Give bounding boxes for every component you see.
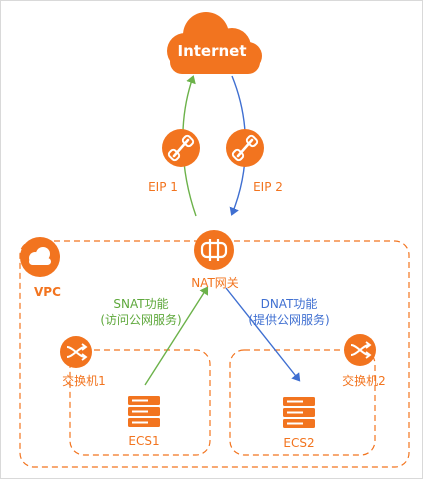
dnat-feature-desc: (提供公网服务): [248, 313, 330, 327]
snat-feature-desc: (访问公网服务): [100, 313, 182, 327]
switch-shuffle-icon: [344, 334, 376, 366]
eip-link-icon: [162, 129, 200, 167]
server-icon: [128, 396, 160, 427]
snat-feature-name: SNAT功能: [113, 297, 169, 311]
ecs1-label: ECS1: [128, 434, 160, 448]
vpc-cloud-icon: [20, 237, 60, 277]
arrow-dnat: [225, 287, 301, 382]
switch1-label: 交换机1: [62, 374, 106, 388]
switch-shuffle-icon: [60, 336, 92, 368]
eip2-label: EIP 2: [253, 180, 283, 194]
dnat-feature-name: DNAT功能: [260, 297, 318, 311]
eip-link-icon: [226, 129, 264, 167]
vpc-label: VPC: [34, 285, 61, 299]
switch1-boundary: [69, 349, 211, 456]
switch2-label: 交换机2: [342, 374, 386, 388]
cloud-icon: [167, 12, 262, 74]
nat-label: NAT网关: [191, 276, 239, 290]
internet-label: Internet: [177, 42, 247, 60]
eip1-label: EIP 1: [148, 180, 178, 194]
switch2-boundary: [229, 349, 376, 456]
arrow-snat: [144, 286, 209, 386]
server-icon: [283, 397, 315, 428]
nat-gateway-icon: [194, 230, 234, 270]
ecs2-label: ECS2: [283, 436, 315, 450]
